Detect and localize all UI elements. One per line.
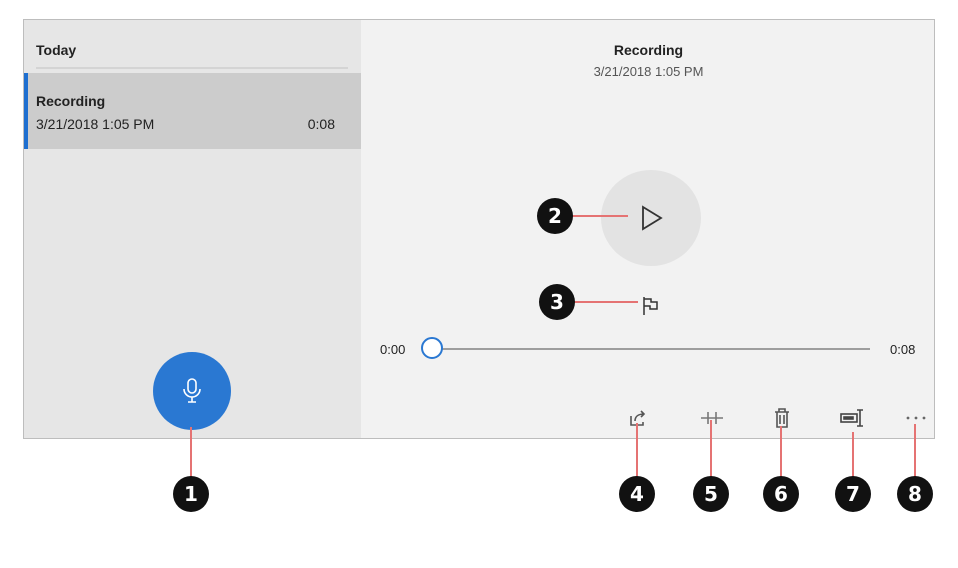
callout-line (914, 424, 916, 478)
callout-line (780, 426, 782, 478)
divider (36, 67, 348, 69)
share-button[interactable] (623, 403, 653, 433)
trim-button[interactable] (697, 403, 727, 433)
delete-icon (775, 408, 789, 428)
recording-title: Recording (36, 93, 106, 109)
callout-5: 5 (693, 476, 729, 512)
rename-icon (840, 409, 863, 427)
callout-8: 8 (897, 476, 933, 512)
callout-line (572, 301, 638, 303)
share-icon (630, 410, 646, 426)
callout-3: 3 (539, 284, 575, 320)
total-time: 0:08 (890, 342, 916, 357)
play-icon (642, 205, 663, 231)
player-date: 3/21/2018 1:05 PM (593, 64, 704, 79)
play-button[interactable] (601, 170, 701, 266)
recording-duration: 0:08 (307, 116, 335, 132)
group-header: Today (36, 42, 77, 58)
callout-1: 1 (173, 476, 209, 512)
add-marker-button[interactable] (640, 295, 662, 322)
callout-line (190, 427, 192, 479)
callout-2: 2 (537, 198, 573, 234)
recording-date: 3/21/2018 1:05 PM (36, 116, 155, 132)
callout-line (570, 215, 628, 217)
trim-icon (701, 412, 723, 424)
voice-recorder-window: Today Recording 3/21/2018 1:05 PM 0:08 R… (23, 19, 935, 439)
record-button[interactable] (153, 352, 231, 430)
more-icon (906, 416, 926, 420)
recording-list-item[interactable]: Recording 3/21/2018 1:05 PM 0:08 (24, 73, 361, 149)
callout-6: 6 (763, 476, 799, 512)
player-title: Recording (613, 42, 684, 58)
callout-line (636, 423, 638, 479)
delete-button[interactable] (767, 403, 797, 433)
current-time: 0:00 (380, 342, 406, 357)
flag-icon (643, 297, 658, 315)
rename-button[interactable] (839, 403, 869, 433)
callout-line (852, 432, 854, 478)
seek-slider[interactable] (433, 348, 870, 350)
callout-7: 7 (835, 476, 871, 512)
seek-thumb[interactable] (421, 337, 443, 359)
callout-line (710, 420, 712, 478)
microphone-icon (183, 378, 201, 403)
more-options-button[interactable] (901, 403, 931, 433)
recordings-sidebar: Today Recording 3/21/2018 1:05 PM 0:08 (24, 20, 361, 438)
callout-4: 4 (619, 476, 655, 512)
